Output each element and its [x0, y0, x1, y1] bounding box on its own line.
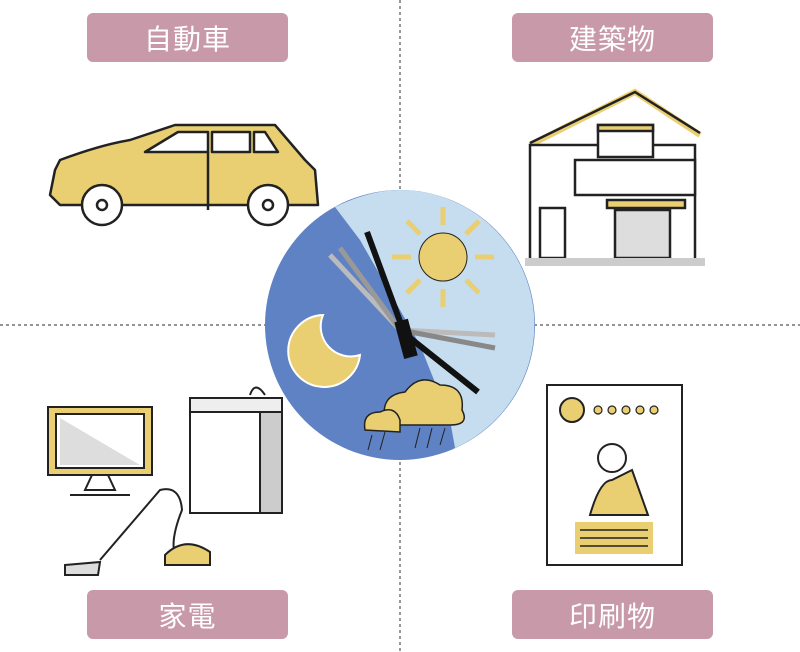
clock-icon [265, 190, 535, 460]
building-icon [525, 88, 705, 266]
label-printed-matter: 印刷物 [512, 590, 713, 639]
sun-icon [392, 207, 494, 307]
rain-cloud-icon [363, 379, 465, 451]
minute-hand [364, 230, 408, 337]
label-building: 建築物 [512, 13, 713, 62]
car-icon [48, 123, 320, 227]
appliances-icon [47, 386, 283, 576]
moon-icon [287, 313, 362, 388]
label-car: 自動車 [87, 13, 288, 62]
label-appliances: 家電 [87, 590, 288, 639]
poster-icon [546, 384, 683, 566]
